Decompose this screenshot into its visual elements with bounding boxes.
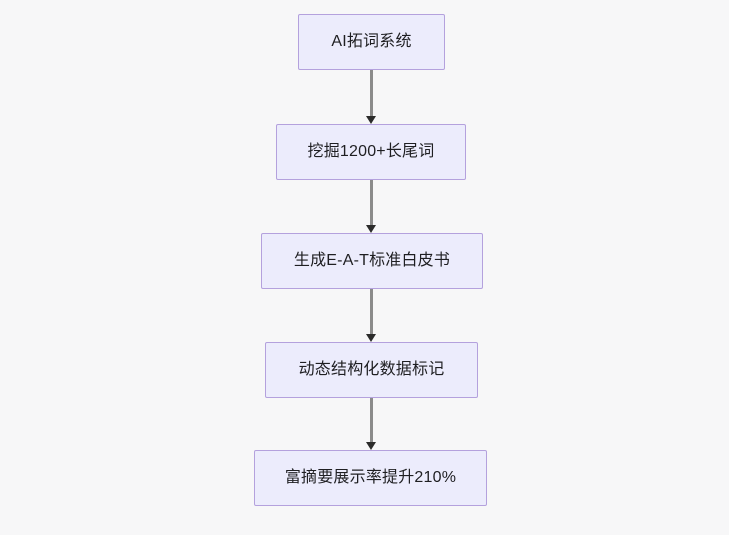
connector-line (369, 289, 373, 335)
arrowhead-icon (366, 334, 376, 342)
flow-node-label: AI拓词系统 (331, 33, 412, 50)
flow-node-ai-keyword-system[interactable]: AI拓词系统 (298, 14, 445, 70)
connector-line (369, 398, 373, 443)
arrowhead-icon (366, 442, 376, 450)
connector-line (369, 180, 373, 226)
flow-node-rich-snippet-rate-increase[interactable]: 富摘要展示率提升210% (254, 450, 487, 506)
arrowhead-icon (366, 225, 376, 233)
flow-node-label: 挖掘1200+长尾词 (307, 143, 435, 160)
flow-node-label: 生成E-A-T标准白皮书 (293, 252, 451, 269)
connector-line (369, 70, 373, 117)
flow-node-label: 富摘要展示率提升210% (284, 469, 457, 486)
flow-node-label: 动态结构化数据标记 (298, 361, 445, 378)
flow-node-mine-longtail-keywords[interactable]: 挖掘1200+长尾词 (276, 124, 466, 180)
arrowhead-icon (366, 116, 376, 124)
flow-node-generate-eat-whitepaper[interactable]: 生成E-A-T标准白皮书 (261, 233, 483, 289)
flow-node-dynamic-structured-data-markup[interactable]: 动态结构化数据标记 (265, 342, 478, 398)
